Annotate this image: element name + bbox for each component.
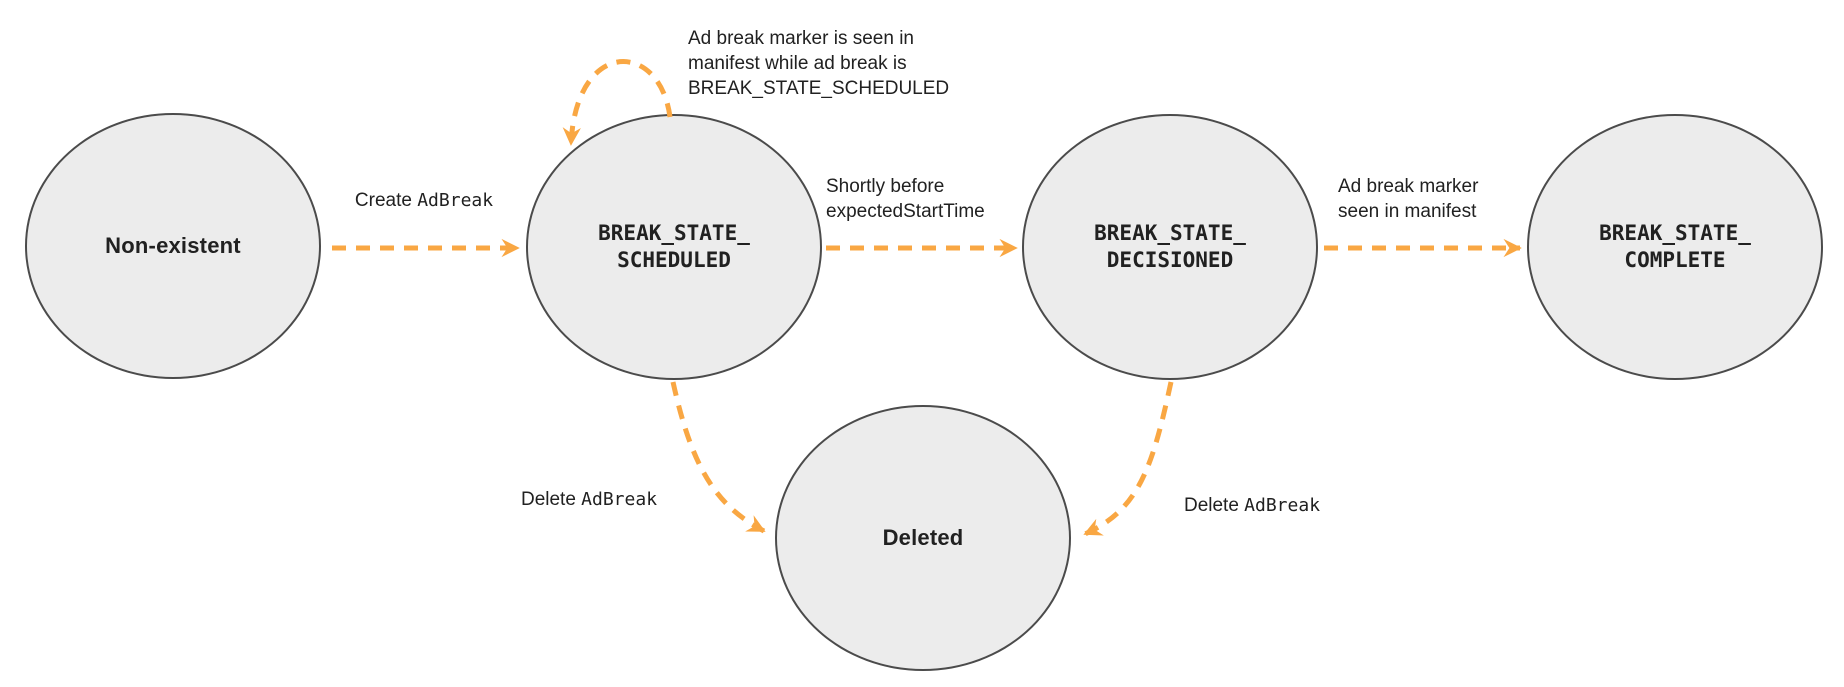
state-label-line1: BREAK_STATE_ <box>1599 220 1751 245</box>
state-node-deleted: Deleted <box>775 405 1071 671</box>
edge-label-delete-right-code: AdBreak <box>1244 495 1321 516</box>
state-label-break-state-scheduled: BREAK_STATE_ SCHEDULED <box>598 220 750 275</box>
state-node-non-existent: Non-existent <box>25 113 321 379</box>
edge-label-delete-adbreak-right: Delete AdBreak <box>1152 493 1352 518</box>
state-label-line2: SCHEDULED <box>617 248 731 272</box>
edge-label-create-code: AdBreak <box>417 190 494 211</box>
state-label-line1: BREAK_STATE_ <box>598 220 750 245</box>
state-node-break-state-scheduled: BREAK_STATE_ SCHEDULED <box>526 114 822 380</box>
edge-label-self-loop-line2: manifest while ad break is <box>688 53 907 74</box>
edge-label-shortly-before: Shortly before expectedStartTime <box>826 174 1056 224</box>
edge-label-delete-adbreak-left: Delete AdBreak <box>489 487 689 512</box>
state-label-line2: COMPLETE <box>1624 248 1726 272</box>
state-label-deleted: Deleted <box>882 525 964 550</box>
edge-label-delete-right-text: Delete <box>1183 495 1245 516</box>
edge-label-create-text: Create <box>354 190 418 211</box>
edge-label-self-loop-line1: Ad break marker is seen in <box>688 28 914 49</box>
state-node-break-state-complete: BREAK_STATE_ COMPLETE <box>1527 114 1823 380</box>
state-label-non-existent: Non-existent <box>105 233 241 258</box>
edge-label-self-loop: Ad break marker is seen in manifest whil… <box>688 26 1018 101</box>
edge-label-delete-left-code: AdBreak <box>581 489 658 510</box>
edge-label-shortly-line1: Shortly before <box>826 176 945 197</box>
edge-label-delete-left-text: Delete <box>520 489 582 510</box>
edge-label-seen-line2: seen in manifest <box>1338 201 1477 222</box>
state-node-break-state-decisioned: BREAK_STATE_ DECISIONED <box>1022 114 1318 380</box>
state-label-break-state-complete: BREAK_STATE_ COMPLETE <box>1599 220 1751 275</box>
edge-label-shortly-code: expectedStartTime <box>826 201 985 222</box>
edge-label-self-loop-code: BREAK_STATE_SCHEDULED <box>688 78 950 99</box>
state-label-break-state-decisioned: BREAK_STATE_ DECISIONED <box>1094 220 1246 275</box>
edge-label-seen-line1: Ad break marker <box>1338 176 1479 197</box>
edge-label-create-adbreak: Create AdBreak <box>319 188 529 213</box>
edge-label-marker-seen: Ad break marker seen in manifest <box>1338 174 1558 224</box>
state-label-line2: DECISIONED <box>1106 248 1234 272</box>
state-label-line1: BREAK_STATE_ <box>1094 220 1246 245</box>
